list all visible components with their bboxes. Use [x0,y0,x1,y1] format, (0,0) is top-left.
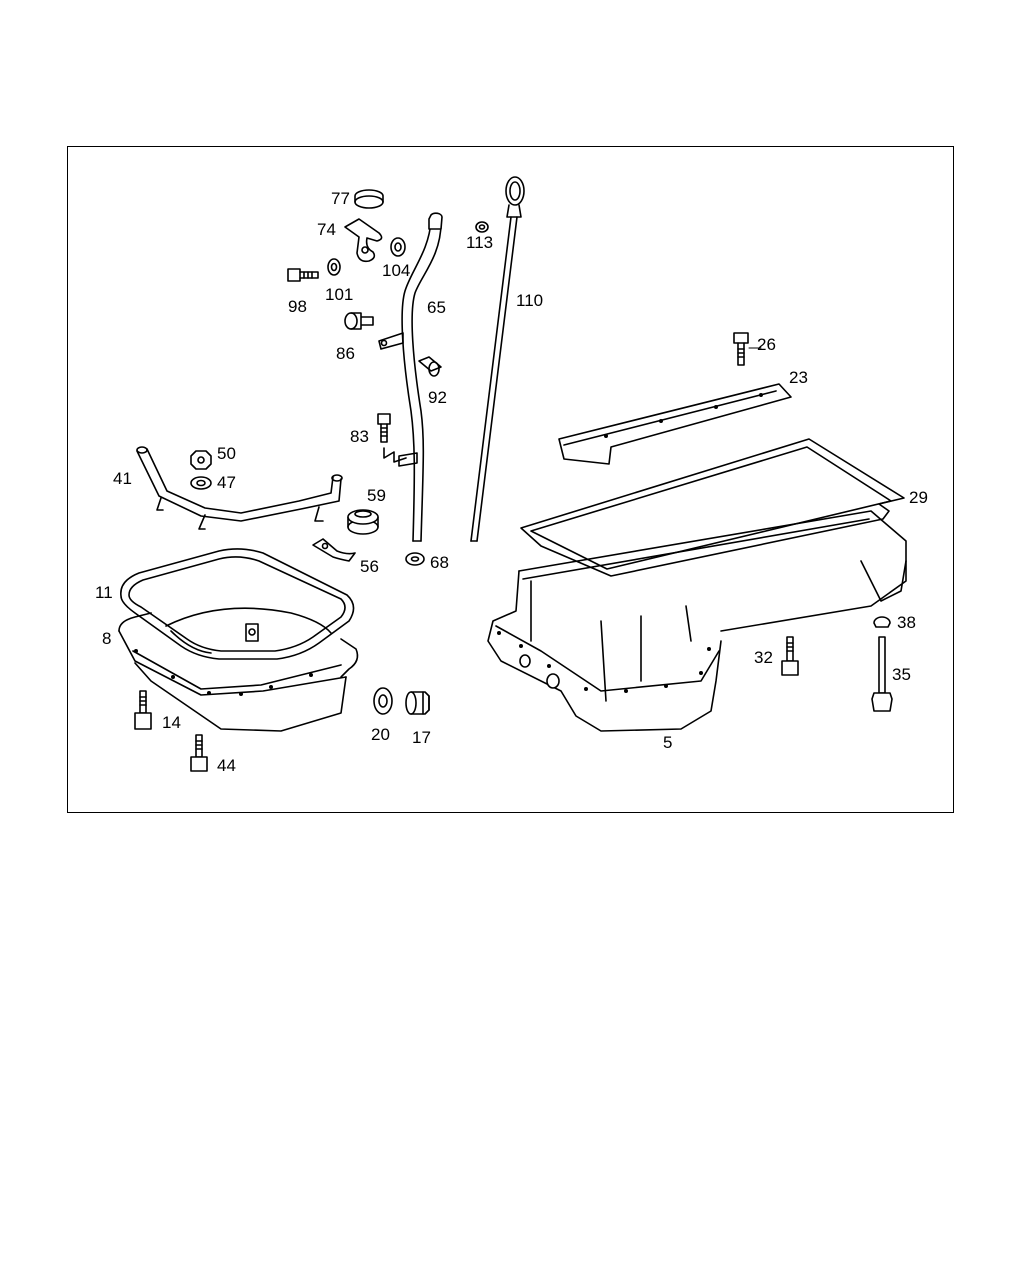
part-5-oil-pan [487,510,907,732]
label-50: 50 [217,444,236,463]
part-11-gasket [120,548,355,660]
label-8: 8 [102,629,111,648]
label-29: 29 [909,488,928,507]
part-56-clip [312,538,356,562]
part-77-grommet [354,189,384,209]
label-113: 113 [466,233,493,252]
label-44: 44 [217,756,236,775]
part-41-pipe [136,446,343,530]
label-68: 68 [430,553,449,572]
part-35-bolt [871,636,893,712]
part-47-washer [190,476,212,490]
part-20-washer [373,687,393,715]
label-110: 110 [516,291,543,310]
label-59: 59 [367,486,386,505]
label-17: 17 [412,728,431,747]
parts-diagram-frame: 77 74 104 113 110 98 101 65 86 92 26 23 … [67,146,954,813]
part-83-bolt [377,413,407,463]
label-101: 101 [325,285,353,304]
label-14: 14 [162,713,181,732]
part-110-dipstick [470,176,525,542]
label-5: 5 [663,733,672,752]
label-92: 92 [428,388,447,407]
label-20: 20 [371,725,390,744]
label-47: 47 [217,473,236,492]
label-56: 56 [360,557,379,576]
label-98: 98 [288,297,307,316]
part-26-bolt [733,332,749,366]
part-50-nut [190,450,212,470]
part-17-drain-plug [405,691,430,715]
label-38: 38 [897,613,916,632]
part-98-bolt [287,268,319,282]
label-32: 32 [754,648,773,667]
label-11: 11 [95,583,113,602]
part-23-gasket [558,383,792,465]
label-77: 77 [331,189,350,208]
part-86-plug [344,312,374,330]
part-32-bolt [781,636,799,676]
label-86: 86 [336,344,355,363]
part-14-bolt [134,690,152,730]
label-35: 35 [892,665,911,684]
part-38-washer [873,616,891,628]
label-26: 26 [757,335,776,354]
part-59-damper [347,509,379,535]
label-104: 104 [382,261,410,280]
label-23: 23 [789,368,808,387]
part-29-gasket [520,438,905,577]
parts-diagram: 77 74 104 113 110 98 101 65 86 92 26 23 … [95,176,928,775]
part-104-washer [390,237,406,257]
part-113-oring [475,221,489,233]
part-44-bolt [190,734,208,772]
part-92-sleeve [418,356,442,377]
label-41: 41 [113,469,132,488]
label-65: 65 [427,298,446,317]
part-65-guide-tube [378,212,443,542]
part-101-washer [327,258,341,276]
part-74-bracket [344,218,383,263]
label-74: 74 [317,220,336,239]
label-83: 83 [350,427,369,446]
part-68-washer [405,552,425,566]
part-8-oil-pan [118,607,359,732]
